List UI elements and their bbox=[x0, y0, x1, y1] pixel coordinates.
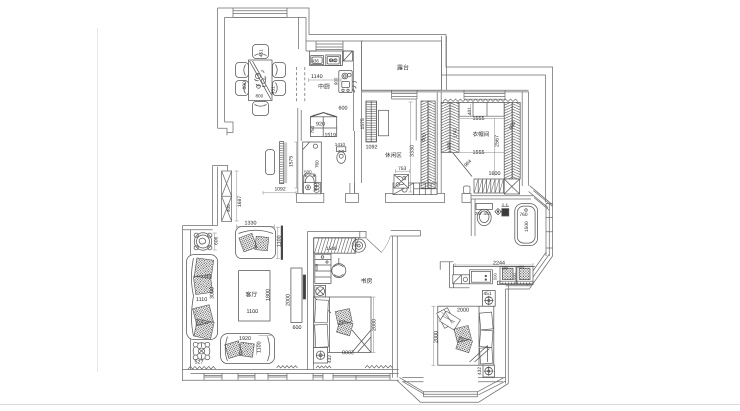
svg-text:书房: 书房 bbox=[361, 277, 373, 285]
svg-text:400: 400 bbox=[518, 265, 525, 270]
svg-text:600: 600 bbox=[293, 325, 302, 331]
svg-text:760: 760 bbox=[520, 212, 528, 218]
svg-text:1330: 1330 bbox=[245, 221, 257, 227]
svg-text:753: 753 bbox=[398, 166, 407, 172]
svg-text:432: 432 bbox=[477, 367, 483, 375]
svg-text:1519: 1519 bbox=[325, 132, 337, 138]
svg-text:3000: 3000 bbox=[210, 287, 216, 299]
svg-text:2000: 2000 bbox=[434, 331, 440, 343]
svg-text:1500: 1500 bbox=[326, 246, 337, 252]
svg-text:1092: 1092 bbox=[275, 187, 286, 193]
svg-text:2244: 2244 bbox=[493, 261, 505, 267]
svg-text:1920: 1920 bbox=[239, 336, 251, 342]
svg-text:527: 527 bbox=[195, 360, 204, 366]
svg-text:900: 900 bbox=[334, 77, 339, 85]
svg-text:1100: 1100 bbox=[277, 235, 283, 247]
svg-text:600: 600 bbox=[421, 133, 429, 143]
svg-text:400: 400 bbox=[226, 204, 231, 212]
svg-text:2000: 2000 bbox=[372, 319, 378, 331]
svg-text:407: 407 bbox=[484, 211, 492, 216]
svg-text:1100: 1100 bbox=[247, 309, 259, 315]
svg-text:衣帽间: 衣帽间 bbox=[473, 131, 490, 138]
svg-text:3330: 3330 bbox=[410, 145, 416, 157]
svg-text:600: 600 bbox=[508, 121, 517, 131]
svg-text:1555: 1555 bbox=[473, 150, 485, 156]
svg-text:2000: 2000 bbox=[286, 294, 292, 306]
svg-text:961: 961 bbox=[329, 58, 337, 63]
svg-text:451: 451 bbox=[271, 86, 276, 94]
svg-text:露台: 露台 bbox=[397, 64, 409, 72]
svg-text:500: 500 bbox=[304, 170, 312, 175]
svg-text:1110: 1110 bbox=[196, 297, 207, 303]
svg-text:1687: 1687 bbox=[237, 196, 243, 207]
svg-text:432: 432 bbox=[327, 355, 333, 363]
svg-text:920: 920 bbox=[316, 121, 325, 127]
svg-text:436: 436 bbox=[312, 59, 320, 64]
svg-text:750: 750 bbox=[310, 125, 315, 133]
svg-text:800: 800 bbox=[256, 94, 264, 99]
svg-text:1575: 1575 bbox=[289, 156, 295, 167]
svg-text:400: 400 bbox=[502, 266, 509, 271]
svg-text:1092: 1092 bbox=[366, 145, 378, 151]
svg-text:2567: 2567 bbox=[495, 135, 501, 147]
svg-text:2000: 2000 bbox=[457, 308, 469, 314]
svg-text:600: 600 bbox=[242, 81, 248, 90]
svg-text:中厨: 中厨 bbox=[318, 83, 330, 91]
svg-text:1410: 1410 bbox=[335, 142, 346, 147]
svg-text:800: 800 bbox=[313, 183, 318, 191]
svg-text:1100: 1100 bbox=[257, 341, 263, 353]
svg-text:257: 257 bbox=[475, 211, 483, 216]
svg-text:760: 760 bbox=[315, 160, 320, 168]
svg-text:2000: 2000 bbox=[342, 349, 354, 355]
svg-text:休闲区: 休闲区 bbox=[385, 152, 402, 159]
svg-text:451: 451 bbox=[259, 49, 264, 57]
svg-text:606: 606 bbox=[214, 236, 220, 245]
svg-text:1555: 1555 bbox=[473, 116, 485, 122]
svg-text:1743: 1743 bbox=[453, 128, 458, 138]
svg-text:451: 451 bbox=[484, 291, 492, 297]
svg-text:500: 500 bbox=[512, 273, 517, 280]
svg-text:964: 964 bbox=[463, 158, 473, 168]
svg-text:1140: 1140 bbox=[311, 74, 323, 80]
svg-text:1800: 1800 bbox=[266, 289, 272, 301]
svg-text:1575: 1575 bbox=[360, 118, 366, 129]
svg-text:401: 401 bbox=[467, 107, 473, 115]
svg-text:500: 500 bbox=[493, 273, 498, 280]
svg-text:600: 600 bbox=[314, 263, 319, 270]
svg-text:600: 600 bbox=[339, 106, 348, 112]
svg-text:980: 980 bbox=[447, 141, 452, 149]
svg-text:1500: 1500 bbox=[524, 221, 530, 232]
svg-text:客厅: 客厅 bbox=[246, 291, 258, 299]
